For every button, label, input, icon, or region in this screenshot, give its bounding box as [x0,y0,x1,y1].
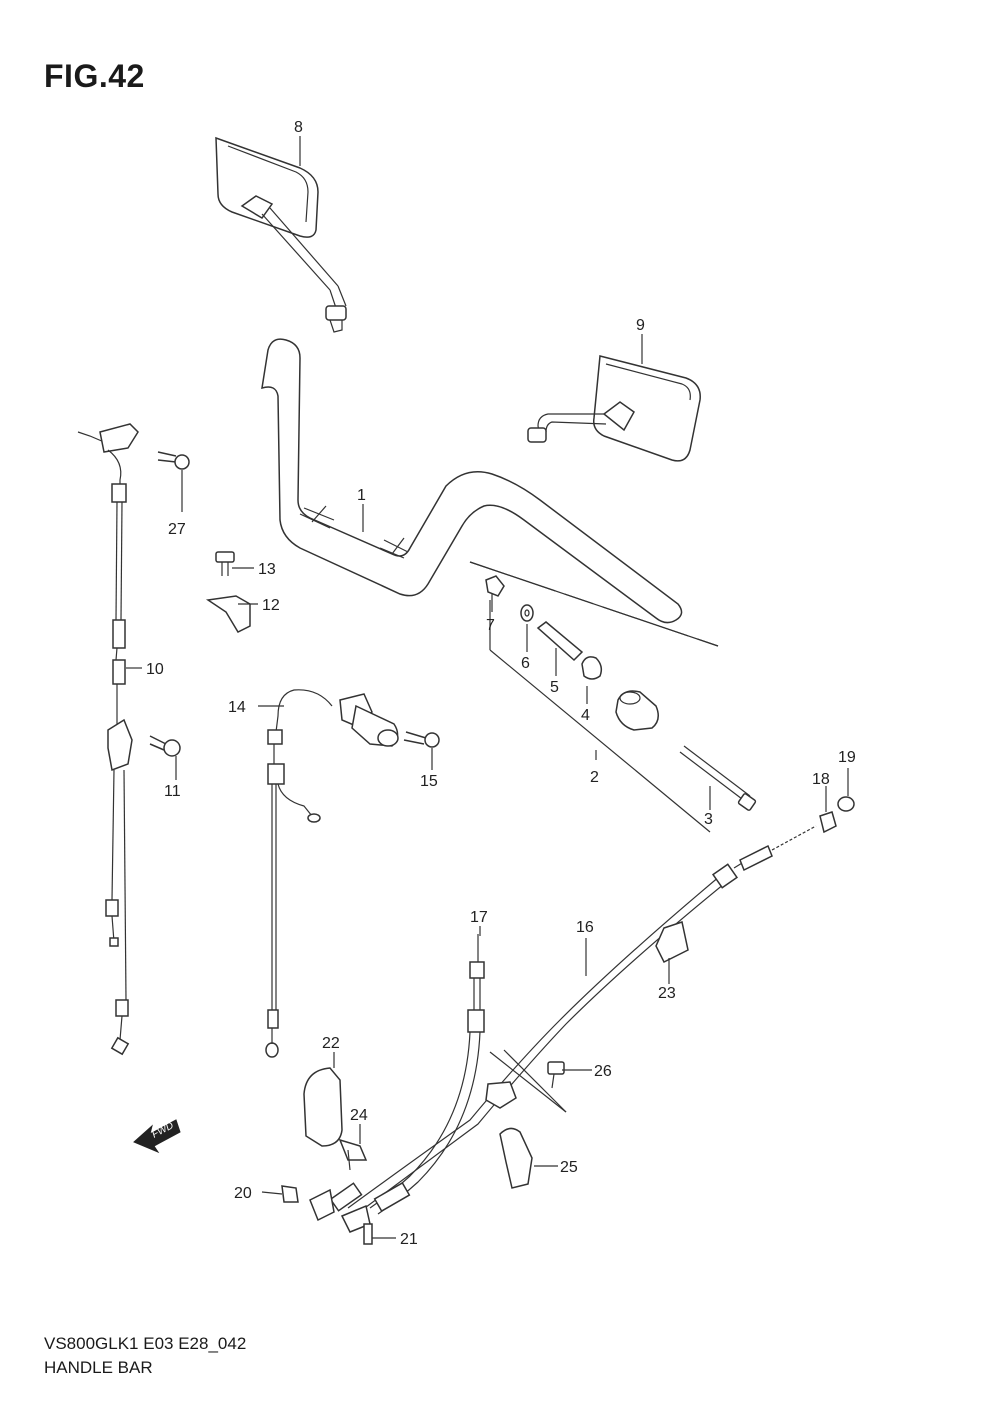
part-label-3[interactable]: 3 [704,811,713,828]
figure-title: FIG.42 [44,58,145,94]
holder-parts-drawing[interactable] [485,575,757,811]
part-label-17[interactable]: 17 [470,909,488,926]
handlebar-holder-kit-outline [469,561,719,833]
part-label-13[interactable]: 13 [258,561,276,578]
part-label-15[interactable]: 15 [420,773,438,790]
screws-and-clamps-drawing[interactable] [149,451,440,757]
part-label-14[interactable]: 14 [228,699,246,716]
part-label-2[interactable]: 2 [590,769,599,786]
part-label-16[interactable]: 16 [576,919,594,936]
part-label-25[interactable]: 25 [560,1159,578,1176]
part-label-8[interactable]: 8 [294,119,303,136]
front-brake-cable-drawing[interactable] [309,825,817,1222]
part-label-21[interactable]: 21 [400,1231,418,1248]
part-label-1[interactable]: 1 [357,487,366,504]
part-label-22[interactable]: 22 [322,1035,340,1052]
part-label-9[interactable]: 9 [636,317,645,334]
part-label-26[interactable]: 26 [594,1063,612,1080]
part-label-7[interactable]: 7 [486,617,495,634]
part-label-18[interactable]: 18 [812,771,830,788]
part-label-23[interactable]: 23 [658,985,676,1002]
fwd-direction-badge: FWD [133,1119,181,1154]
leader-lines [126,136,849,1239]
lever-parts-drawing[interactable] [281,921,689,1245]
cable-end-parts-drawing[interactable] [819,796,855,834]
throttle-cable-drawing[interactable] [265,689,399,1058]
cable-bracket-drawing[interactable] [485,1049,567,1113]
secondary-cable-drawing[interactable] [340,934,485,1233]
right-mirror-drawing[interactable] [527,355,701,462]
part-number-labels: 8 9 1 7 6 5 4 2 3 18 19 27 13 12 10 14 1… [146,119,856,1248]
diagram-footer: VS800GLK1 E03 E28_042 HANDLE BAR [44,1332,246,1380]
part-label-4[interactable]: 4 [581,707,590,724]
handlebar-drawing[interactable] [261,338,683,624]
part-label-27[interactable]: 27 [168,521,186,538]
part-label-20[interactable]: 20 [234,1185,252,1202]
clutch-cable-drawing[interactable] [77,423,139,1056]
part-label-24[interactable]: 24 [350,1107,368,1124]
part-label-6[interactable]: 6 [521,655,530,672]
part-label-11[interactable]: 11 [164,783,181,800]
section-name: HANDLE BAR [44,1358,153,1377]
part-label-10[interactable]: 10 [146,661,164,678]
model-code: VS800GLK1 E03 E28_042 [44,1334,247,1353]
left-mirror-drawing[interactable] [215,136,347,333]
part-label-19[interactable]: 19 [838,749,856,766]
part-label-5[interactable]: 5 [550,679,559,696]
part-label-12[interactable]: 12 [262,597,280,614]
